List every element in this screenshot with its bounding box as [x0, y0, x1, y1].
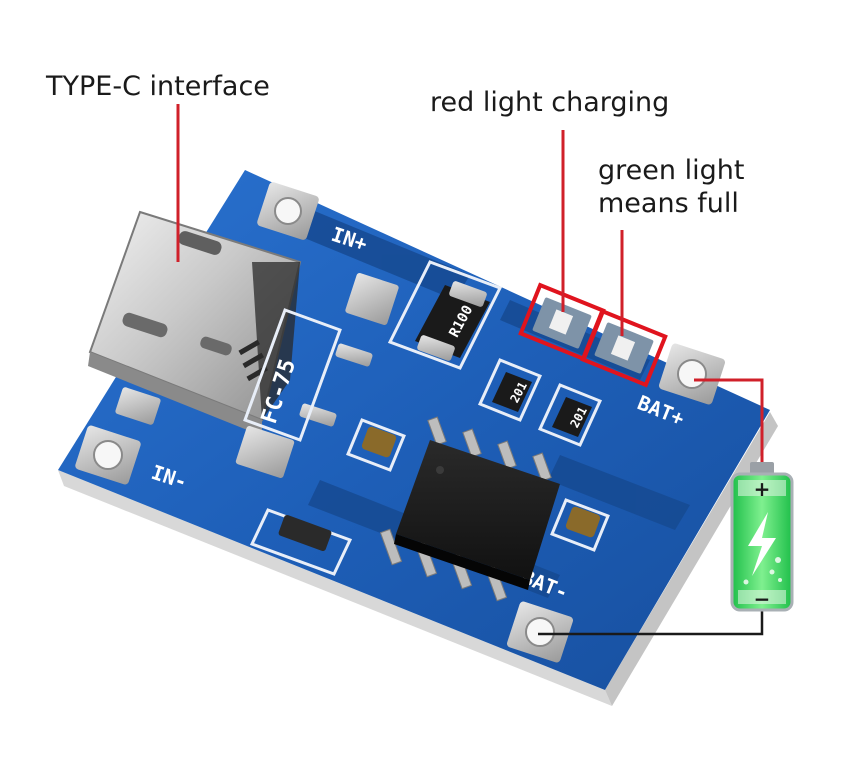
battery-icon: + −: [730, 462, 794, 612]
silk-outline: [243, 308, 342, 442]
battery-minus-symbol: −: [754, 587, 771, 611]
green-light-full-label: green light means full: [598, 154, 744, 220]
small-resistors: 201 201: [477, 358, 603, 447]
charger-ic: [379, 416, 560, 602]
usb-connector: [88, 210, 302, 436]
lightning-bolt-icon: [748, 512, 776, 576]
green-light-label-line-1: green light: [598, 155, 745, 186]
callout-lines: [176, 104, 764, 462]
led-area: [532, 297, 654, 374]
red-light-charging-label: red light charging: [430, 87, 670, 118]
green-led-highlight: [580, 308, 668, 388]
capacitors: [249, 418, 610, 576]
battery-plus-symbol: +: [754, 477, 771, 501]
bat-plus-wire: [694, 378, 764, 462]
corner-pads: [75, 182, 726, 663]
bat-minus-wire: [538, 608, 764, 636]
green-light-label-line-2: means full: [598, 188, 739, 219]
type-c-interface-label: TYPE-C interface: [46, 71, 270, 102]
sense-resistor: R100: [387, 260, 503, 370]
solder-pads: [115, 273, 399, 478]
pcb-edge: [58, 470, 612, 706]
